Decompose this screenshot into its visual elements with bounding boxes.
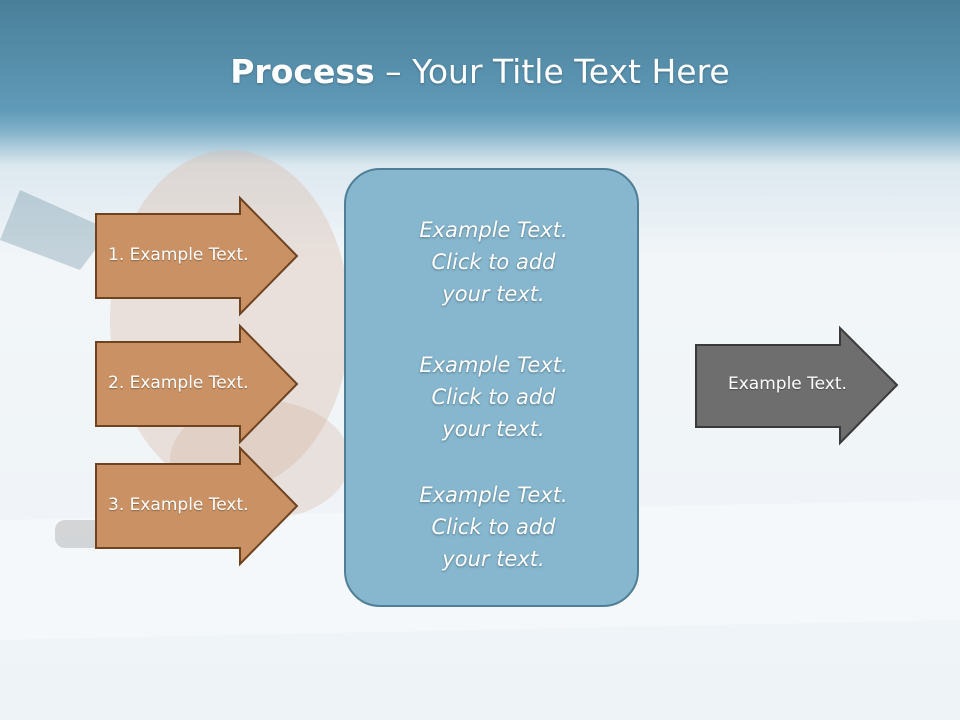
left-arrow-1[interactable] [95,195,299,317]
block-line: Click to add [431,515,556,539]
block-line: your text. [442,417,545,441]
title-bold: Process [230,52,375,91]
left-arrow-2[interactable] [95,323,299,445]
left-arrow-3[interactable] [95,445,299,567]
block-line: Example Text. [419,483,568,507]
block-line: your text. [442,547,545,571]
title-rest: – Your Title Text Here [374,52,730,91]
center-block-3[interactable]: Example Text. Click to add your text. [346,479,641,575]
center-text-box[interactable]: Example Text. Click to add your text. Ex… [344,168,639,607]
slide-title: Process – Your Title Text Here [0,52,960,91]
block-line: Click to add [431,385,556,409]
left-arrow-label-1: 1. Example Text. [108,245,249,265]
block-line: Click to add [431,250,556,274]
block-line: your text. [442,282,545,306]
right-arrow[interactable] [695,325,899,446]
center-block-1[interactable]: Example Text. Click to add your text. [346,214,641,310]
left-arrow-label-3: 3. Example Text. [108,495,249,515]
right-arrow-label: Example Text. [728,374,847,394]
block-line: Example Text. [419,218,568,242]
left-arrow-label-2: 2. Example Text. [108,373,249,393]
block-line: Example Text. [419,353,568,377]
center-block-2[interactable]: Example Text. Click to add your text. [346,349,641,445]
